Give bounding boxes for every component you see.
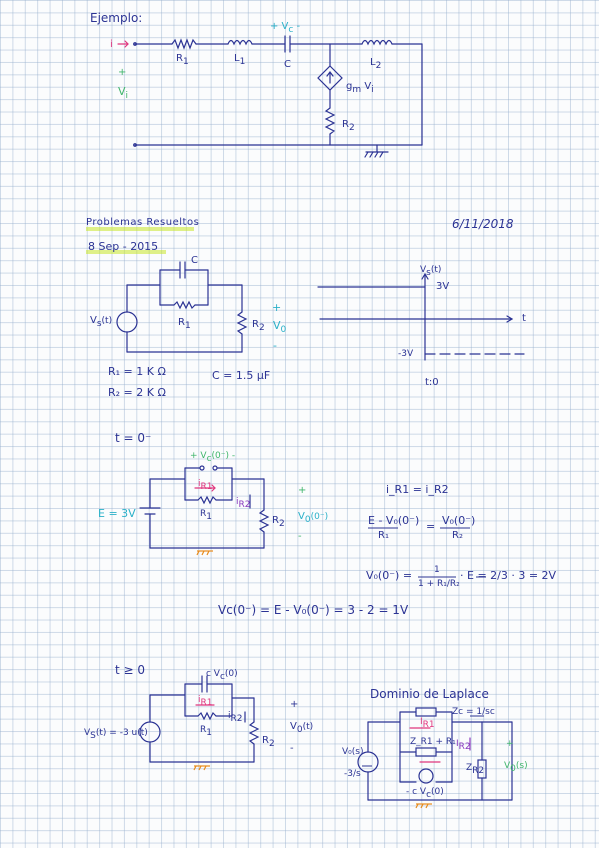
graph-high-label: 3V	[436, 281, 450, 292]
example-cap-label: C	[284, 59, 291, 70]
t0minus-ir1: iR1	[198, 479, 213, 492]
example-vc-label: + Vc -	[270, 21, 301, 35]
laplace-r2-label: ZR2	[466, 763, 485, 776]
laplace-r1-label: Z_R1 + R₁	[410, 737, 456, 747]
example-r2-label: R2	[342, 119, 355, 133]
problems-heading: Problemas Resueltos	[86, 217, 200, 228]
t0-r1: R1	[200, 725, 212, 738]
eq-kcl-equals: =	[426, 520, 436, 533]
t0minus-vo: V0(0⁻)	[298, 511, 329, 525]
laplace-i2: IR2	[456, 739, 471, 752]
eq-vo-den: 1 + R₁/R₂	[418, 579, 460, 589]
eq-vc: Vc(0⁻) = E - V₀(0⁻) = 3 - 2 = 1V	[218, 603, 409, 617]
circuit1-wires	[116, 261, 248, 353]
t0-title: t ≥ 0	[115, 663, 146, 677]
circuit-t0minus-wires	[139, 465, 270, 549]
t0-minus: -	[290, 743, 294, 754]
laplace-zc: Zc = 1/sc	[452, 707, 495, 717]
t0minus-source: E = 3V	[98, 507, 136, 520]
t0minus-cap-label: + Vc(0⁻) -	[190, 451, 236, 464]
t0minus-minus: -	[298, 531, 302, 542]
laplace-source-top: V₀(s)	[342, 747, 364, 757]
example-vi: Vi	[118, 85, 129, 102]
c1-r2-value: R₂ = 2 K Ω	[108, 386, 166, 399]
graph-ylabel: Vs(t)	[420, 265, 442, 278]
problems-subdate: 8 Sep - 2015	[88, 240, 159, 253]
t0minus-ir2: iR2	[236, 497, 251, 510]
example-source-label: gm Vi	[346, 81, 374, 95]
eq-vo-num: 1	[434, 565, 440, 575]
c1-plus: +	[272, 301, 282, 314]
c1-r2-label: R2	[252, 319, 265, 333]
t0-vo: V0(t)	[290, 721, 314, 735]
example-plus: +	[118, 67, 127, 78]
c1-cap-label: C	[191, 255, 198, 266]
graph-xlabel: t	[522, 313, 526, 324]
eq-vo-lhs: V₀(0⁻) =	[366, 569, 413, 582]
t0-source: VS(t) = -3 u(t)	[84, 728, 148, 741]
subdate-highlight	[86, 250, 166, 254]
c1-source-label: Vs(t)	[90, 315, 113, 329]
eq-kcl-lhs-den: R₁	[378, 530, 389, 541]
eq-kcl-rhs-den: R₂	[452, 530, 463, 541]
eq-vo-rest: · E = 2/3 · 3 = 2V	[460, 569, 557, 582]
example-current-i: i	[110, 39, 113, 50]
example-title: Ejemplo:	[90, 11, 143, 25]
laplace-wires	[357, 707, 513, 801]
eq-kcl-lhs: E - V₀(0⁻)	[368, 514, 420, 527]
t0minus-r2: R2	[272, 515, 285, 529]
laplace-plus: +	[506, 739, 514, 749]
graph-low-label: -3V	[398, 349, 414, 359]
laplace-title: Dominio de Laplace	[370, 687, 489, 701]
example-l1-label: L1	[234, 53, 246, 67]
t0minus-r1: R1	[200, 509, 212, 522]
t0-cap-label: c Vc(0)	[206, 669, 238, 682]
laplace-i1: IR1	[420, 717, 435, 730]
c1-r1-value: R₁ = 1 K Ω	[108, 365, 166, 378]
problems-date: 6/11/2018	[452, 217, 514, 231]
eq-kcl-rhs: V₀(0⁻)	[442, 514, 476, 527]
c1-r1-label: R1	[178, 317, 191, 331]
circuit-t0-wires	[139, 675, 260, 763]
t0-plus: +	[290, 699, 299, 710]
laplace-cap-source: - c Vc(0)	[406, 787, 444, 800]
t0-ir1: iR1	[198, 695, 213, 708]
laplace-source-bot: -3/s	[344, 769, 361, 779]
example-l2-label: L2	[370, 57, 382, 71]
t0minus-title: t = 0⁻	[115, 431, 152, 445]
t0-ir2: iR2	[228, 711, 243, 724]
vs-graph	[317, 272, 525, 361]
example-circuit	[133, 35, 423, 158]
t0minus-plus: +	[298, 485, 307, 496]
graph-t0: t:0	[425, 377, 439, 388]
c1-cap-value: C = 1.5 μF	[212, 369, 271, 382]
example-r1-label: R1	[176, 53, 189, 67]
eq-currents: i_R1 = i_R2	[386, 483, 449, 496]
laplace-vo: V0(s)	[504, 761, 528, 774]
t0-r2: R2	[262, 735, 275, 749]
c1-minus: -	[273, 339, 277, 352]
c1-vo: V0	[273, 319, 287, 336]
heading-highlight	[86, 227, 194, 231]
